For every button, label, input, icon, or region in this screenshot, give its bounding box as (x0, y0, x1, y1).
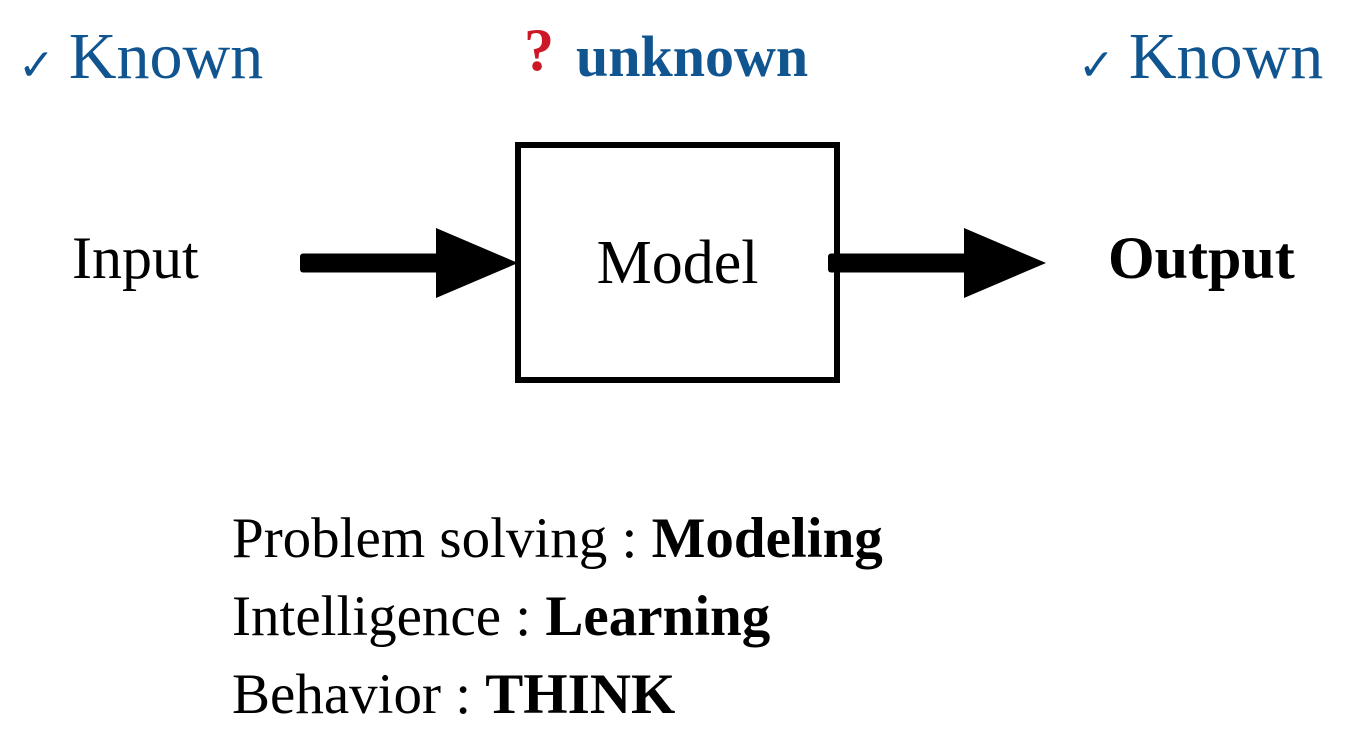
caption-separator: : (440, 663, 486, 726)
check-icon: ✓ (18, 41, 55, 90)
caption-value: THINK (485, 663, 676, 726)
caption-value: Modeling (651, 507, 883, 570)
caption-key: Intelligence (232, 585, 502, 648)
input-label: Input (72, 225, 199, 291)
caption-key: Behavior (232, 663, 441, 726)
check-icon: ✓ (1078, 41, 1115, 90)
caption-line: Behavior : THINK (232, 656, 883, 734)
caption-separator: : (501, 585, 546, 648)
question-mark-icon: ? (524, 17, 554, 83)
caption-line: Problem solving : Modeling (232, 500, 883, 578)
status-label-model-unknown: ? unknown (524, 17, 808, 86)
status-label-output-known-text: Known (1128, 20, 1324, 93)
caption-value: Learning (545, 585, 771, 648)
input-arrow-head (436, 228, 518, 298)
input-arrow-icon (300, 228, 518, 298)
output-arrow-icon (828, 228, 1046, 298)
output-arrow-shaft (828, 253, 968, 273)
caption-line: Intelligence : Learning (232, 578, 883, 656)
status-label-input-known: ✓ Known (18, 24, 263, 90)
status-label-input-known-text: Known (68, 20, 264, 93)
caption-key: Problem solving (232, 507, 608, 570)
output-label: Output (1108, 225, 1295, 291)
model-box: Model (515, 142, 840, 383)
caption-list: Problem solving : Modeling Intelligence … (232, 500, 883, 734)
status-label-model-unknown-text: unknown (576, 24, 809, 89)
model-label: Model (596, 228, 759, 297)
output-arrow-head (964, 228, 1046, 298)
caption-separator: : (607, 507, 652, 570)
input-arrow-shaft (300, 253, 440, 273)
status-label-output-known: ✓ Known (1078, 24, 1323, 90)
